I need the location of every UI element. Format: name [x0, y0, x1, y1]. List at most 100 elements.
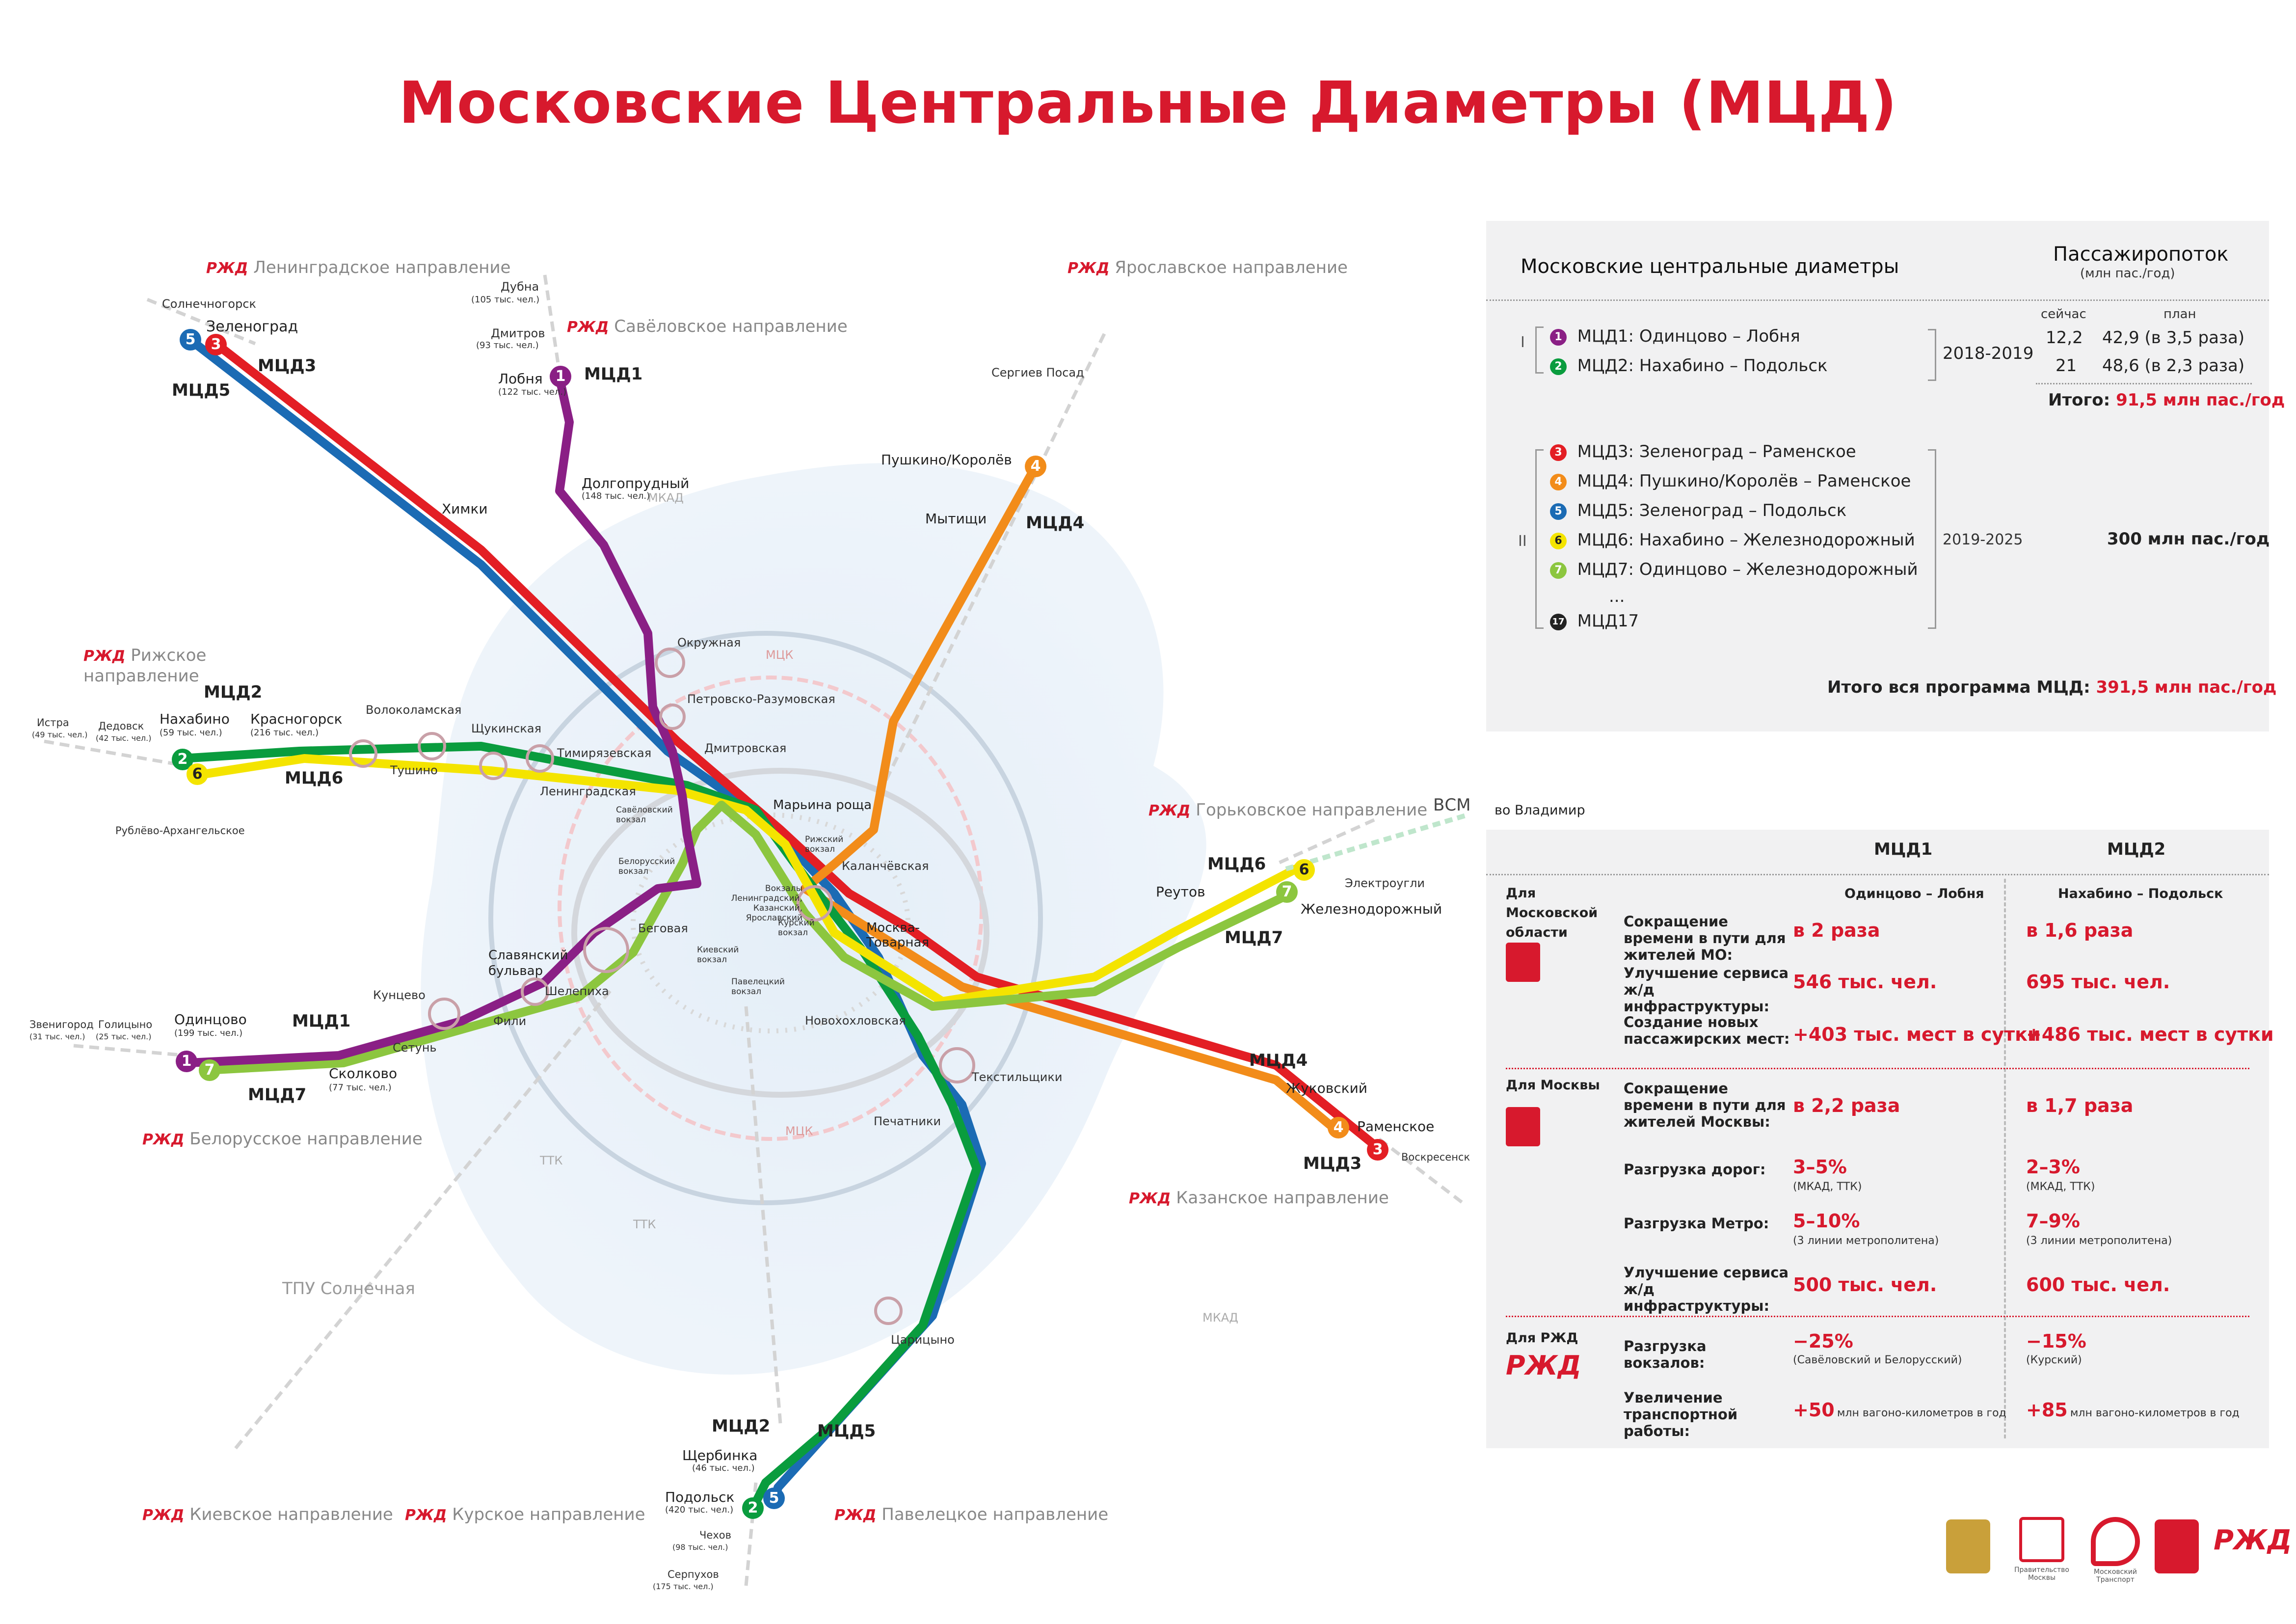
- row-metro-v1: 5–10%: [1793, 1210, 1860, 1232]
- row-seats-v1: +403 тыс. мест в сутки: [1793, 1024, 2041, 1045]
- station-serpukhov-pop: (175 тыс. чел.): [653, 1582, 714, 1591]
- panel1-now-2: 21: [2056, 356, 2077, 376]
- line-badge-17: 17: [1550, 613, 1567, 630]
- station-slavyansky: Славянский бульвар: [488, 948, 568, 978]
- transfer-fili: [521, 977, 549, 1006]
- mcd3-label-right: МЦД3: [1303, 1154, 1362, 1173]
- row-transport-v1-wrap: +50 млн вагоно-километров в год: [1793, 1399, 2006, 1421]
- mcd1-line: [185, 374, 701, 1067]
- station-timiryazevskaya: Тимирязевская: [557, 746, 652, 760]
- station-dubna: Дубна: [501, 280, 539, 294]
- panel1-line6: 6 МЦД6: Нахабино – Железнодорожный: [1550, 530, 1915, 550]
- transfer-tekstilshchiki: [939, 1047, 975, 1083]
- mcd5-label-bottom: МЦД5: [817, 1421, 876, 1441]
- row-service-v2: 695 тыс. чел.: [2026, 971, 2170, 993]
- panel1-col-plan: план: [2163, 307, 2196, 322]
- row-metro-s1: (3 линии метрополитена): [1793, 1235, 1939, 1247]
- panel1-bracket1: [1535, 326, 1544, 374]
- transfer-volokolamskaya: [349, 739, 377, 768]
- mkad-label: МКАД: [648, 491, 684, 505]
- station-petrovsko: Петровско-Разумовская: [687, 692, 835, 706]
- station-kalanchevskaya: Каланчёвская: [842, 859, 929, 873]
- station-istra-pop: (49 тыс. чел.): [32, 730, 88, 739]
- station-ramenskoye: Раменское: [1357, 1118, 1435, 1135]
- station-kursky: Курский вокзал: [778, 918, 815, 938]
- badge-mcd2-podolsk: 2: [742, 1497, 764, 1519]
- transfer-shelepikha: [583, 927, 629, 973]
- station-chekhov: Чехов: [699, 1529, 731, 1541]
- row-seats-v2: +486 тыс. мест в сутки: [2026, 1024, 2274, 1045]
- panel1-plan-2: 48,6 (в 2,3 раза): [2102, 356, 2245, 376]
- station-sergiev: Сергиев Посад: [991, 366, 1084, 379]
- mcd2-line: [178, 742, 981, 1507]
- row-roads-v1: 3–5%: [1793, 1156, 1847, 1178]
- mkad-ring: [488, 631, 1043, 1205]
- panel1-line5: 5 МЦД5: Зеленоград – Подольск: [1550, 501, 1846, 520]
- station-voskresensk: Воскресенск: [1401, 1151, 1470, 1163]
- mcd1-label-bottom: МЦД1: [292, 1011, 351, 1031]
- station-pechatniki: Печатники: [874, 1114, 941, 1128]
- station-mytishchi: Мытищи: [925, 511, 987, 527]
- station-podolsk-pop: (420 тыс. чел.): [665, 1505, 734, 1515]
- station-paveletsky: Павелецкий вокзал: [731, 977, 785, 997]
- panel2-region: Для Московской области: [1506, 886, 1598, 940]
- station-serpukhov: Серпухов: [667, 1569, 719, 1580]
- gov-moscow-caption: Правительство Москвы: [2014, 1566, 2069, 1582]
- tpu-label: ТПУ Солнечная: [282, 1279, 415, 1299]
- line-badge-1: 1: [1550, 328, 1567, 346]
- panel1-ellipsis: ...: [1609, 587, 1625, 606]
- row-service-label: Улучшение сервиса ж/д инфраструктуры:: [1624, 965, 1789, 1015]
- panel1-period2: 2019-2025: [1943, 531, 2023, 548]
- panel1-separator-top: [1486, 299, 2269, 301]
- mcd7-label-left: МЦД7: [248, 1085, 307, 1105]
- transfer-okruzhnaya: [655, 648, 685, 678]
- station-dmitrov-pop: (93 тыс. чел.): [476, 340, 539, 351]
- mcd4-label-top: МЦД4: [1026, 513, 1085, 533]
- row-roads-s1: (МКАД, ТТК): [1793, 1181, 1862, 1193]
- transfer-kalanch: [797, 885, 833, 921]
- badge-mcd1-lobnya: 1: [550, 366, 571, 387]
- row-service-msk-v1: 500 тыс. чел.: [1793, 1274, 1937, 1296]
- panel1-plan-1: 42,9 (в 3,5 раза): [2102, 328, 2245, 348]
- rzd-logo-icon: РЖД: [206, 260, 248, 277]
- panel1-line3: 3 МЦД3: Зеленоград – Раменское: [1550, 442, 1856, 461]
- station-marina: Марьина роща: [773, 798, 872, 812]
- row-stations-label: Разгрузка вокзалов:: [1624, 1338, 1707, 1371]
- rzd-logo-icon: РЖД: [1068, 260, 1110, 277]
- station-pushkino: Пушкино/Королёв: [881, 452, 1012, 468]
- mcd6-label-left: МЦД6: [285, 768, 344, 788]
- mck-label-2: МЦК: [785, 1124, 813, 1138]
- station-setun: Сетунь: [393, 1041, 437, 1055]
- panel2-col1: МЦД1: [1874, 839, 1933, 859]
- row-transport-s1: млн вагоно-километров в год: [1837, 1407, 2006, 1419]
- direction-kursk: РЖД Курское направление: [405, 1505, 645, 1524]
- transfer-shchukinskaya: [479, 752, 507, 780]
- mck-label: МЦК: [766, 648, 794, 662]
- mcd6-line: [189, 754, 1300, 1006]
- station-shchukinskaya: Щукинская: [471, 722, 542, 735]
- rzd-logo-icon: РЖД: [1506, 1350, 1581, 1381]
- row-time-mo-v2: в 1,6 раза: [2026, 920, 2134, 941]
- direction-kiev: РЖД Киевское направление: [142, 1505, 393, 1524]
- station-dmitrov: Дмитров: [491, 326, 545, 340]
- panel1-stage2: II: [1518, 533, 1527, 550]
- mos-transport-caption: Московский Транспорт: [2094, 1568, 2137, 1584]
- gov-moscow-logo: Правительство Москвы: [2012, 1517, 2071, 1582]
- station-fili: Фили: [493, 1014, 527, 1028]
- mcd4-label-right: МЦД4: [1249, 1051, 1308, 1070]
- badge-mcd5-zelenograd: 5: [180, 329, 201, 351]
- station-zvenigorod: Звенигород: [29, 1019, 94, 1030]
- station-shcherbinka-pop: (46 тыс. чел.): [692, 1463, 755, 1473]
- row-metro-s2: (3 линии метрополитена): [2026, 1235, 2172, 1247]
- ttk-ring: [571, 768, 989, 1098]
- rzd-logo-icon: РЖД: [1129, 1190, 1171, 1207]
- station-skolkovo-pop: (77 тыс. чел.): [329, 1083, 392, 1093]
- panel1-now-1: 12,2: [2046, 328, 2083, 348]
- panel1-flow-unit: (млн пас./год): [2080, 266, 2175, 281]
- row-roads-s2: (МКАД, ТТК): [2026, 1181, 2095, 1193]
- badge-mcd4-pushkino: 4: [1025, 456, 1046, 477]
- mcd2-label-left: МЦД2: [204, 682, 263, 702]
- direction-yaroslavl: РЖД Ярославское направление: [1068, 258, 1348, 277]
- station-moskva-tov: Москва-Товарная: [866, 920, 930, 950]
- mcd7-line: [202, 801, 1295, 1075]
